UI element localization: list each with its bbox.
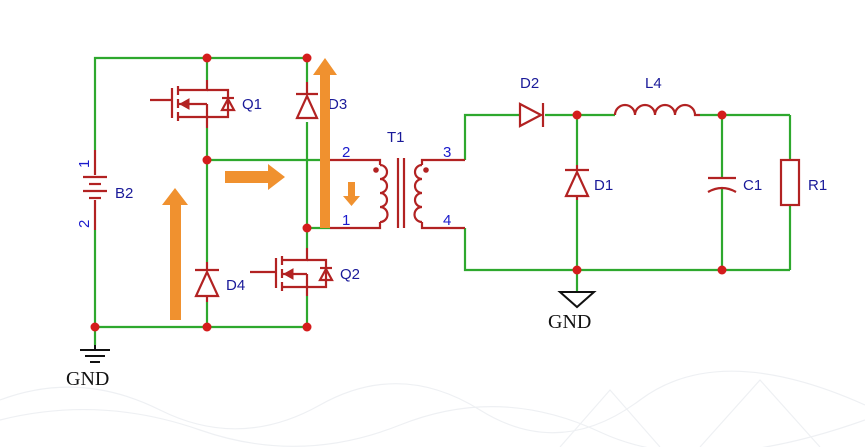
battery-b2: B2 1 2 <box>76 150 133 230</box>
t1-pin-1: 1 <box>342 212 350 229</box>
t1-pin-2: 2 <box>342 144 350 161</box>
mosfet-q1: Q1 <box>150 80 262 128</box>
current-arrows <box>162 58 360 320</box>
ground-left: GND <box>66 345 110 390</box>
battery-pin-bottom: 2 <box>76 220 93 228</box>
r1-label: R1 <box>808 177 827 194</box>
d2-label: D2 <box>520 75 539 92</box>
resistor-r1: R1 <box>779 158 827 207</box>
diode-d1: D1 <box>564 165 613 200</box>
ground-left-label: GND <box>66 368 109 390</box>
battery-label: B2 <box>115 185 133 202</box>
capacitor-c1: C1 <box>707 176 762 194</box>
arrow-up-d3 <box>313 58 337 228</box>
arrow-right <box>225 164 285 190</box>
q2-label: Q2 <box>340 266 360 283</box>
arrow-up-left <box>162 188 188 320</box>
background-pattern <box>0 370 865 447</box>
transformer-t1: T1 2 1 3 4 <box>330 129 465 230</box>
d4-label: D4 <box>226 277 245 294</box>
ground-right-label: GND <box>548 311 591 333</box>
diode-d2: D2 <box>518 75 545 128</box>
diode-d3: D3 <box>295 82 347 120</box>
d1-label: D1 <box>594 177 613 194</box>
junctions <box>90 53 727 332</box>
mosfet-q2: Q2 <box>250 248 360 296</box>
arrow-down-small <box>343 182 360 206</box>
inductor-l4: L4 <box>613 75 700 117</box>
c1-label: C1 <box>743 177 762 194</box>
d3-label: D3 <box>328 96 347 113</box>
l4-label: L4 <box>645 75 662 92</box>
diode-d4: D4 <box>194 262 245 302</box>
t1-pin-4: 4 <box>443 212 451 229</box>
t1-pin-3: 3 <box>443 144 451 161</box>
ground-right: GND <box>548 291 597 333</box>
t1-label: T1 <box>387 129 405 146</box>
battery-pin-top: 1 <box>76 160 93 168</box>
q1-label: Q1 <box>242 96 262 113</box>
wires <box>93 56 792 345</box>
